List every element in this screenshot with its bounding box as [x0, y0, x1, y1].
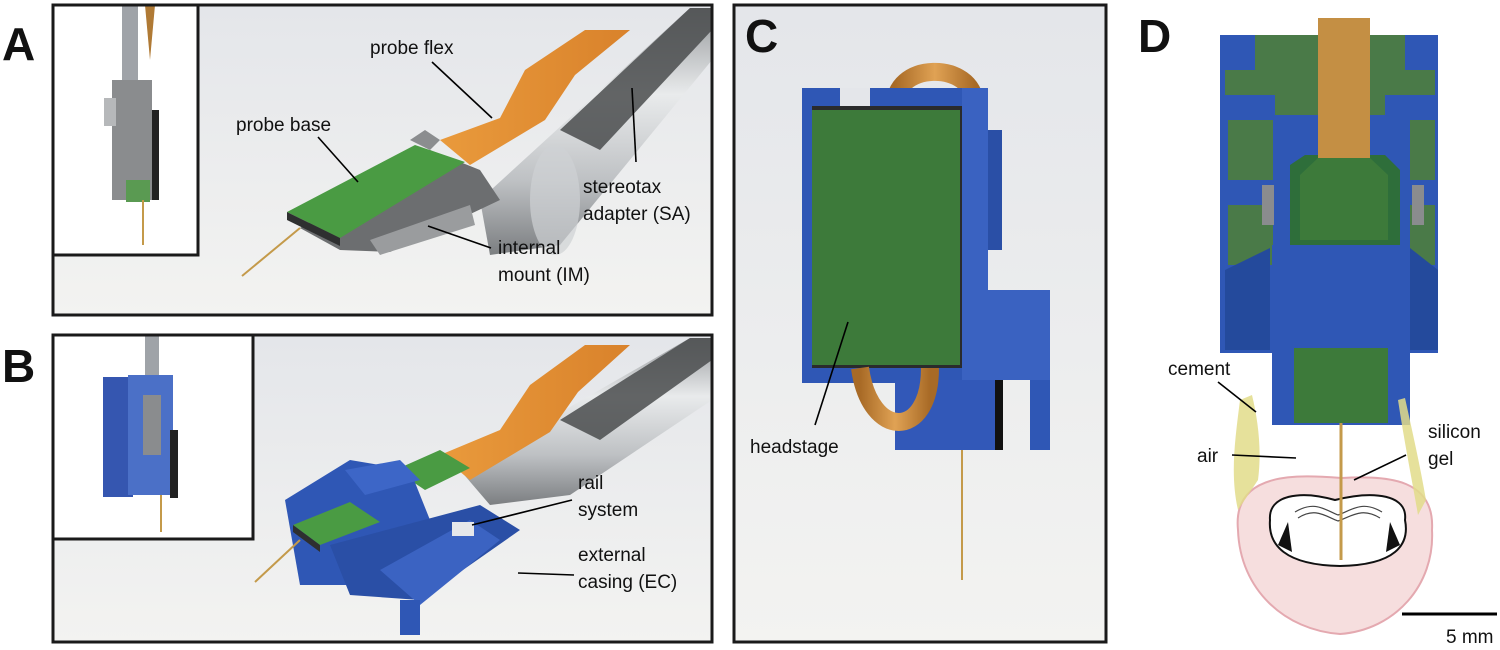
label-silicon: silicon [1428, 422, 1481, 443]
right-rail [1412, 185, 1424, 225]
leader-rail [471, 499, 573, 526]
panel-d: D [1138, 10, 1497, 648]
label-stereotax-2: adapter (SA) [583, 204, 691, 225]
panel-letter-c: C [745, 10, 778, 62]
label-rail-1: rail [578, 473, 603, 494]
probe-base-b-edge [293, 525, 320, 552]
leader-probe-base [317, 136, 359, 183]
leader-probe-flex [431, 61, 493, 119]
inset-b [51, 333, 255, 541]
stereotax-adapter-cylinder-b [460, 338, 712, 505]
leader-stereotax [631, 87, 637, 163]
label-air: air [1197, 446, 1219, 467]
leader-air [1231, 454, 1297, 459]
label-cement: cement [1168, 359, 1231, 380]
leader-headstage [814, 321, 849, 426]
panel-c: C headstage [732, 3, 1108, 644]
leader-internal-mount [427, 225, 492, 249]
label-internal-mount-1: internal [498, 238, 560, 259]
panel-letter-d: D [1138, 10, 1171, 62]
inset-a [51, 3, 200, 257]
panel-b: B rail syst [2, 333, 714, 644]
rail-insert [452, 522, 474, 536]
leader-gel [1353, 454, 1407, 481]
cement-left [1233, 395, 1260, 510]
headstage-section [1294, 348, 1388, 423]
leader-cement [1217, 381, 1257, 413]
silicon-gel-right [1398, 398, 1426, 515]
left-rail [1262, 185, 1274, 225]
probe-shank [241, 227, 301, 277]
headstage-board [812, 110, 960, 365]
label-probe-flex: probe flex [370, 38, 454, 59]
probe-base-section [1300, 158, 1388, 240]
right-block [1410, 120, 1435, 180]
stereotax-adapter-cylinder [480, 8, 712, 255]
probe-base-edge [287, 212, 340, 246]
label-casing-1: external [578, 545, 646, 566]
probe-flex-ribbon-b [440, 345, 630, 480]
left-block [1228, 120, 1273, 180]
panel-b-frame [51, 333, 714, 644]
right-lower-shadow [1410, 248, 1438, 350]
left-lower-shadow [1225, 248, 1270, 350]
panel-letter-b: B [2, 340, 35, 392]
panel-letter-a: A [2, 18, 35, 70]
label-gel: gel [1428, 449, 1453, 470]
flex-section [1318, 18, 1370, 158]
label-headstage: headstage [750, 437, 839, 458]
label-internal-mount-2: mount (IM) [498, 265, 590, 286]
probe-flex-ribbon [440, 30, 630, 165]
probe-base-shape [287, 145, 465, 238]
label-casing-2: casing (EC) [578, 572, 677, 593]
probe-shank-b [254, 539, 301, 583]
brain-section-icon [1268, 494, 1407, 568]
panel-a: A [2, 3, 714, 317]
scale-bar-label: 5 mm [1446, 627, 1494, 648]
leader-casing [517, 572, 575, 576]
label-probe-base: probe base [236, 115, 331, 136]
probe-base-b [293, 502, 380, 545]
flex-loop-bottom [851, 366, 939, 431]
label-rail-2: system [578, 500, 638, 521]
panel-a-frame [51, 3, 714, 317]
panel-c-frame [732, 3, 1108, 644]
label-stereotax-1: stereotax [583, 177, 662, 198]
